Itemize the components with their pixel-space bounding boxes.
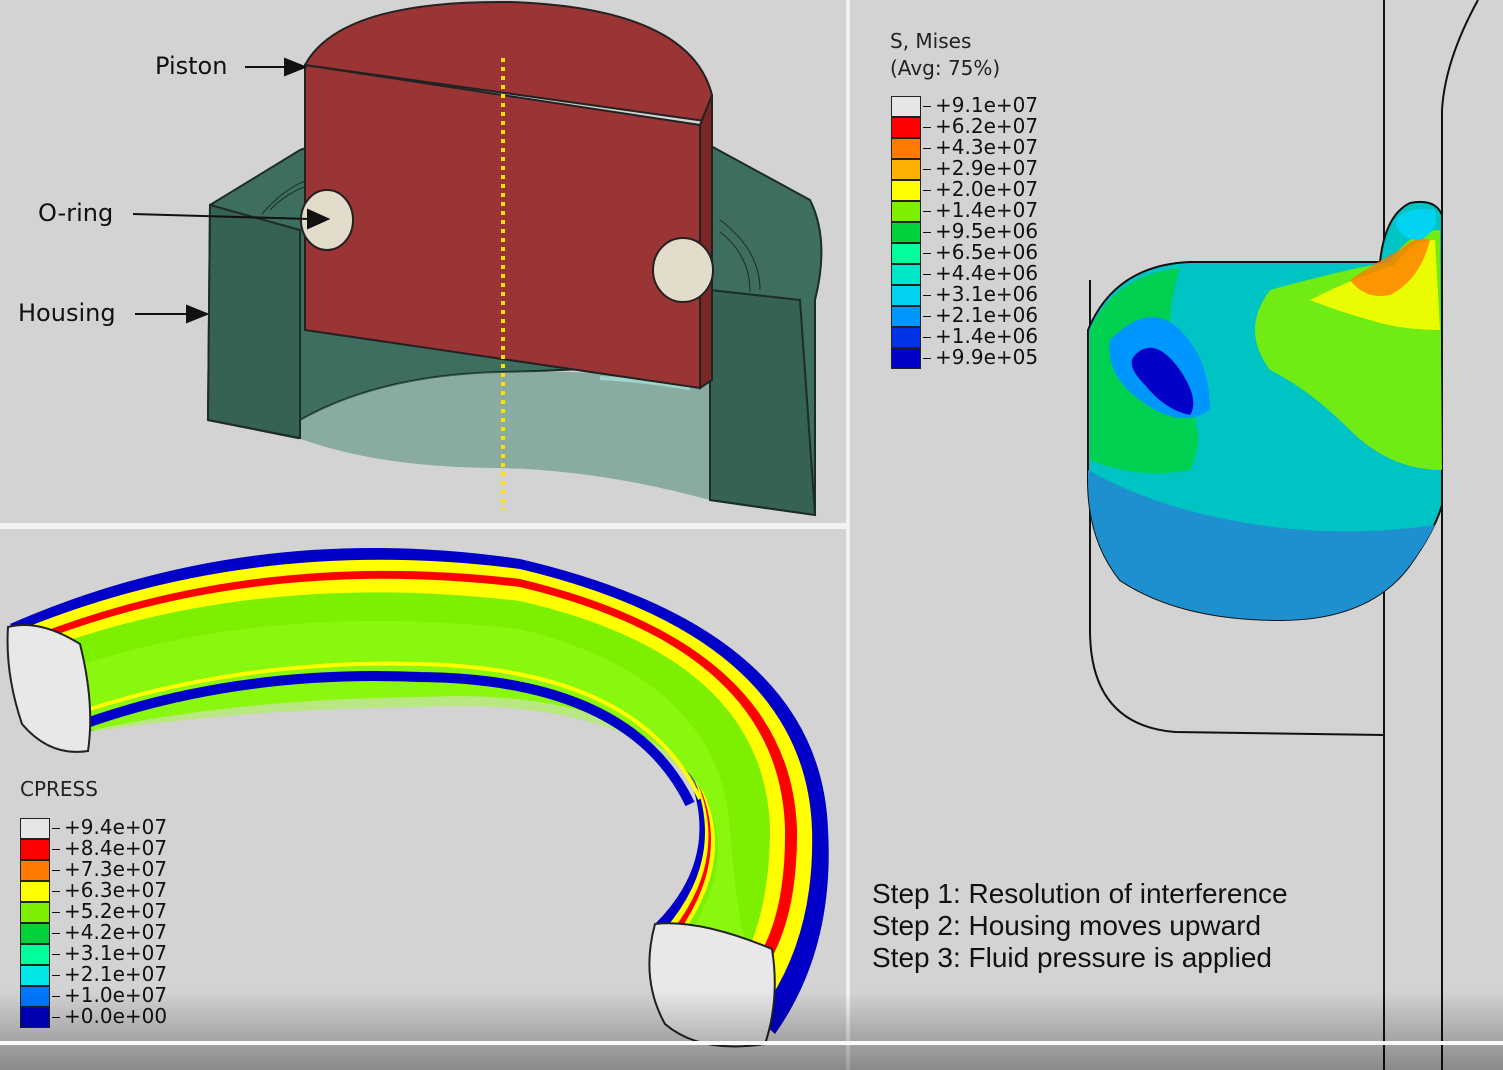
mises-swatch [891, 243, 921, 264]
assembly-viewport[interactable]: Piston O-ring Housing [0, 0, 846, 523]
cpress-swatch [20, 986, 50, 1007]
mises-label: +4.3e+07 [935, 135, 1039, 159]
mises-tick [923, 274, 931, 275]
viewport-divider-vertical[interactable] [846, 0, 850, 1070]
step-3-text: Step 3: Fluid pressure is applied [872, 942, 1272, 973]
mises-tick [923, 316, 931, 317]
mises-tick [923, 148, 931, 149]
mises-viewport[interactable]: S, Mises (Avg: 75%) +9.1e+07+6.2e+07+4.3… [850, 0, 1503, 1070]
mises-tick [923, 295, 931, 296]
mises-label: +4.4e+06 [935, 261, 1039, 285]
cpress-tick [52, 912, 60, 913]
cpress-swatch [20, 839, 50, 860]
mises-swatch [891, 159, 921, 180]
mises-tick [923, 358, 931, 359]
assembly-model [132, 0, 823, 517]
mises-swatch [891, 180, 921, 201]
cpress-swatch [20, 944, 50, 965]
video-progress-bar[interactable] [0, 1041, 1503, 1045]
cpress-swatch [20, 881, 50, 902]
mises-tick [923, 190, 931, 191]
mises-label: +3.1e+06 [935, 282, 1039, 306]
mises-label: +6.5e+06 [935, 240, 1039, 264]
cpress-swatch [20, 860, 50, 881]
mises-swatch [891, 285, 921, 306]
cpress-swatch [20, 1007, 50, 1028]
cpress-label: +5.2e+07 [64, 899, 168, 923]
step-1-text: Step 1: Resolution of interference [872, 878, 1288, 909]
annotation-arrows [132, 57, 331, 324]
cpress-tick [52, 954, 60, 955]
mises-tick [923, 232, 931, 233]
cpress-label: +3.1e+07 [64, 941, 168, 965]
mises-swatch [891, 201, 921, 222]
mises-swatch [891, 327, 921, 348]
cpress-viewport[interactable]: CPRESS +9.4e+07+8.4e+07+7.3e+07+6.3e+07+… [0, 529, 846, 1070]
cpress-tick [52, 891, 60, 892]
mises-legend-title-line2: (Avg: 75%) [890, 56, 1001, 80]
cpress-label: +1.0e+07 [64, 985, 167, 1006]
cpress-tick [52, 870, 60, 871]
mises-contour [1087, 200, 1443, 622]
viewport-divider-horizontal[interactable] [0, 523, 846, 529]
cpress-label: +2.1e+07 [64, 962, 168, 986]
step-2-text: Step 2: Housing moves upward [872, 910, 1262, 941]
mises-label: +9.5e+06 [935, 219, 1039, 243]
cpress-label: +6.3e+07 [64, 878, 168, 902]
step-description: Step 1: Resolution of interference Step … [872, 878, 1288, 974]
mises-swatch [891, 222, 921, 243]
piston [303, 0, 713, 390]
mises-tick [923, 106, 931, 107]
mises-label: +1.4e+07 [935, 198, 1039, 222]
mises-swatch [891, 138, 921, 159]
mises-label: +1.4e+06 [935, 324, 1039, 348]
mises-swatch [891, 348, 921, 369]
mises-label: +9.9e+05 [935, 345, 1039, 369]
cpress-swatch [20, 965, 50, 986]
mises-tick [923, 169, 931, 170]
cpress-tick [52, 933, 60, 934]
oring-contour-model [6, 547, 829, 1048]
mises-tick [923, 337, 931, 338]
cpress-label: +9.4e+07 [64, 815, 168, 839]
cpress-label: +0.0e+00 [64, 1006, 167, 1027]
mises-swatch [891, 96, 921, 117]
mises-label: +2.0e+07 [935, 177, 1039, 201]
mises-swatch [891, 306, 921, 327]
label-housing: Housing [18, 299, 116, 327]
mises-swatch [891, 117, 921, 138]
label-piston: Piston [155, 52, 228, 80]
cpress-label: +4.2e+07 [64, 920, 168, 944]
cpress-swatch [20, 902, 50, 923]
mises-legend-title: S, Mises (Avg: 75%) [890, 28, 1000, 82]
cpress-tick [52, 996, 60, 997]
mises-label: +6.2e+07 [935, 114, 1039, 138]
cpress-legend-title: CPRESS [20, 777, 98, 801]
video-control-bar[interactable] [0, 990, 1503, 1070]
cpress-tick [52, 849, 60, 850]
cpress-tick [52, 1017, 60, 1018]
cpress-tick [52, 975, 60, 976]
mises-tick [923, 127, 931, 128]
label-oring: O-ring [38, 199, 114, 227]
cpress-label: +8.4e+07 [64, 836, 168, 860]
cpress-swatch [20, 818, 50, 839]
mises-swatch [891, 264, 921, 285]
mises-label: +9.1e+07 [935, 93, 1039, 117]
cpress-tick [52, 828, 60, 829]
mises-section-model [1087, 0, 1479, 1070]
mises-label: +2.1e+06 [935, 303, 1039, 327]
mises-tick [923, 253, 931, 254]
mises-legend-title-line1: S, Mises [890, 29, 972, 53]
oring-contour [6, 547, 829, 1048]
mises-label: +2.9e+07 [935, 156, 1039, 180]
cpress-label: +7.3e+07 [64, 857, 168, 881]
mises-tick [923, 211, 931, 212]
cpress-swatch [20, 923, 50, 944]
